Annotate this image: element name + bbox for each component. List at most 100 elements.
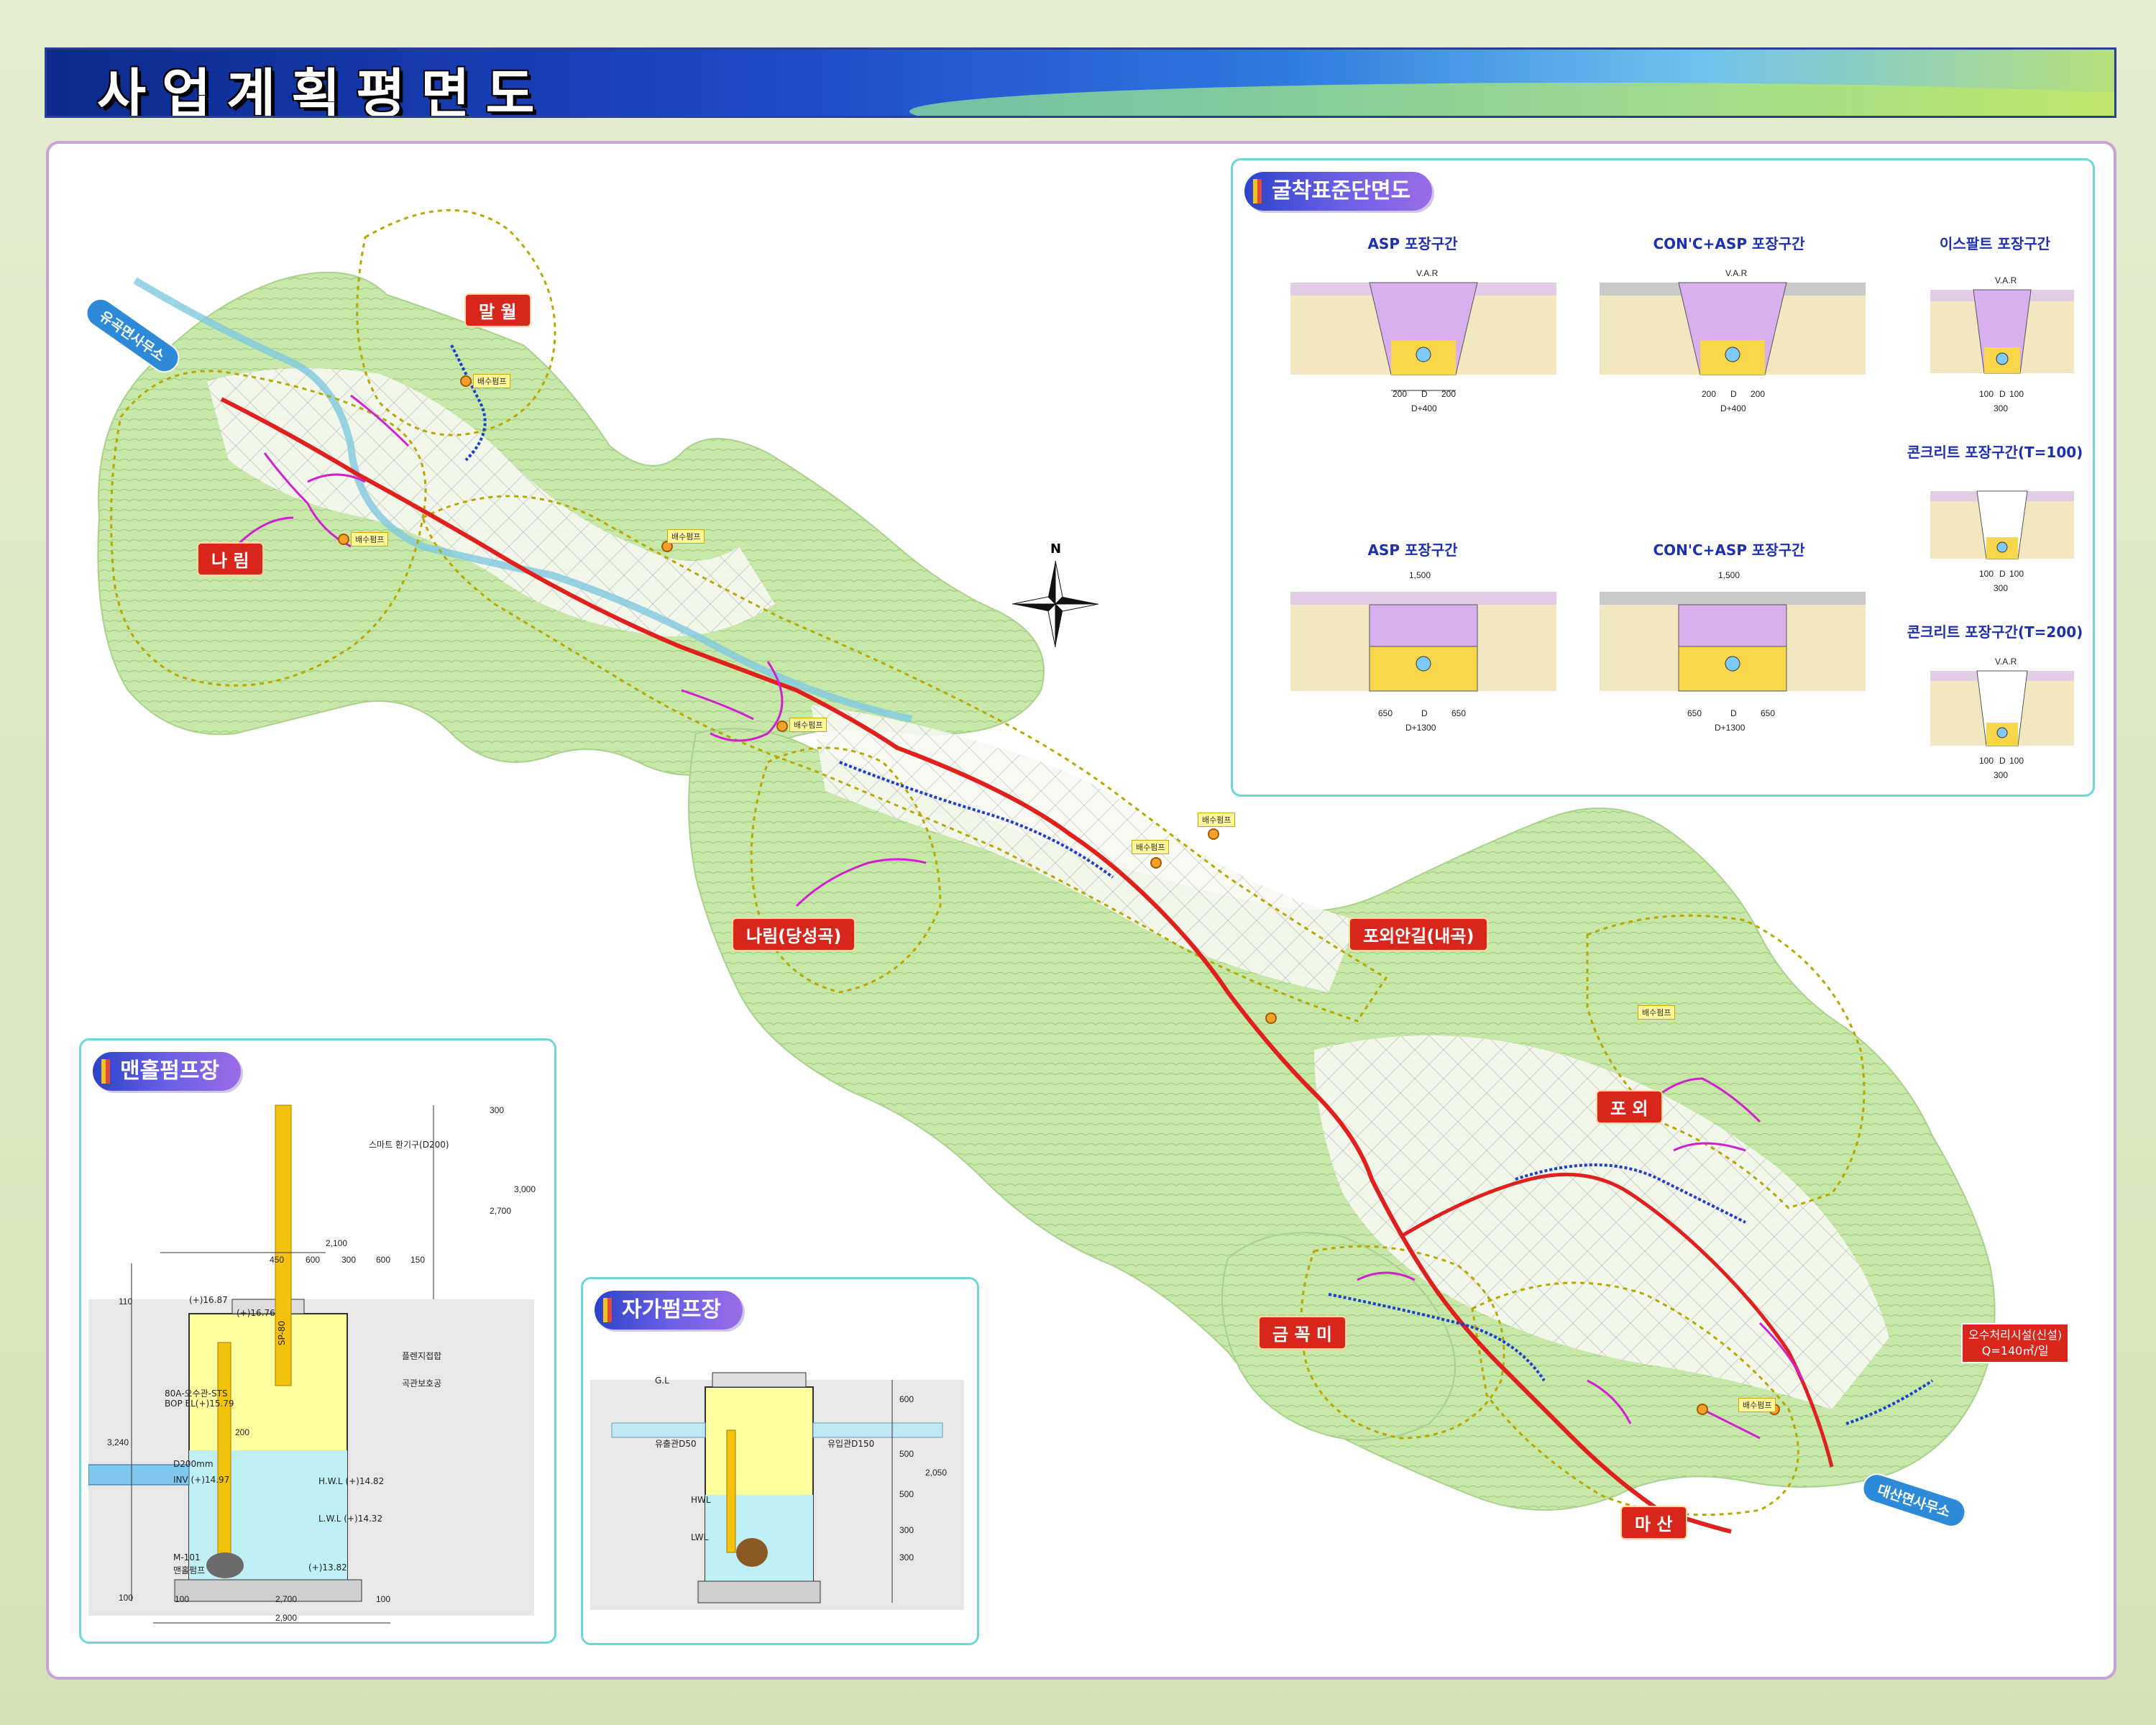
label-inv: INV (+)14.97 bbox=[173, 1475, 230, 1485]
section-drawing bbox=[1930, 289, 2074, 374]
dim-total: 300 bbox=[1994, 770, 2009, 780]
dim-mid: D bbox=[1999, 756, 2006, 766]
label-el-top2: (+)16.76 bbox=[237, 1308, 275, 1318]
self-pump-panel-title: 자가펌프장 bbox=[595, 1291, 743, 1330]
pressure-pipe-plant bbox=[1845, 1379, 1934, 1425]
label-lwl: LWL bbox=[691, 1532, 709, 1542]
dim-right: 100 bbox=[2009, 569, 2024, 579]
dim-right-2: 500 bbox=[899, 1449, 914, 1459]
dim-right-2: 2,700 bbox=[490, 1206, 512, 1216]
dim-right-3: 500 bbox=[899, 1489, 914, 1499]
section-label: CON'C+ASP 포장구간 bbox=[1653, 235, 1805, 252]
pressure-pipe-center bbox=[839, 761, 1114, 879]
dim-total: 300 bbox=[1994, 583, 2009, 593]
place-tag-geumgomi: 금 꼭 미 bbox=[1258, 1316, 1347, 1350]
dim-right-4: 300 bbox=[899, 1525, 914, 1535]
dim-top: V.A.R bbox=[1416, 268, 1439, 278]
dim-right-3: 3,000 bbox=[514, 1184, 536, 1194]
dim-bottom-2: 2,700 bbox=[275, 1594, 298, 1604]
pump-label: 배수펌프 bbox=[1132, 840, 1170, 854]
dim-right: 200 bbox=[1441, 389, 1457, 399]
dim-mid: D bbox=[1999, 389, 2006, 399]
section-label: 콘크리트 포장구간(T=100) bbox=[1907, 444, 2083, 461]
label-hwl: HWL bbox=[691, 1495, 711, 1505]
excavation-section-panel: 굴착표준단면도 ASP 포장구간 V.A.R 200 D 200 D+400 C… bbox=[1231, 158, 2095, 797]
dim-top-5: 150 bbox=[410, 1255, 426, 1265]
dim-top-4: 600 bbox=[376, 1255, 391, 1265]
manhole-pump-drawing bbox=[88, 1104, 534, 1624]
dim-right-total: 2,050 bbox=[925, 1468, 948, 1478]
dim-right: 100 bbox=[2009, 389, 2024, 399]
dim-top: V.A.R bbox=[1995, 656, 2017, 667]
north-arrow-compass bbox=[1012, 560, 1099, 648]
section-drawing bbox=[1600, 592, 1866, 692]
dim-top-2: 600 bbox=[306, 1255, 321, 1265]
label-pump-2: 맨홀펌프 bbox=[173, 1565, 206, 1575]
pressure-pipes bbox=[450, 344, 1934, 1425]
treatment-plant-label: 오수처리시설(신설) Q=140㎥/일 bbox=[1961, 1323, 2070, 1363]
pump-label: 배수펌프 bbox=[1638, 1005, 1676, 1020]
service-boundaries bbox=[110, 209, 1866, 1516]
place-tag-narim-dangseong: 나림(당성곡) bbox=[732, 918, 856, 951]
pump-label: 배수펌프 bbox=[667, 529, 705, 544]
pump-label: 배수펌프 bbox=[1738, 1398, 1776, 1412]
label-el-top1: (+)16.87 bbox=[189, 1295, 228, 1305]
section-drawing bbox=[1290, 592, 1556, 692]
label-joint: 플렌지접합 bbox=[402, 1351, 442, 1361]
dim-left: 650 bbox=[1687, 708, 1702, 718]
dim-left: 100 bbox=[1979, 389, 1994, 399]
pump-label: 배수펌프 bbox=[789, 718, 827, 732]
dim-bottom-3: 100 bbox=[376, 1594, 391, 1604]
dim-left: 650 bbox=[1378, 708, 1393, 718]
dim-right-1: 600 bbox=[899, 1394, 914, 1404]
self-pump-panel: 자가펌프장 G.L 유출관D50 유입관D150 HWL LWL 600 500… bbox=[581, 1277, 979, 1645]
dim-top: V.A.R bbox=[1995, 275, 2017, 285]
treatment-plant-line2: Q=140㎥/일 bbox=[1981, 1344, 2049, 1358]
section-label: CON'C+ASP 포장구간 bbox=[1653, 541, 1805, 559]
map-board: N 유곡면사무소 대산면사무소 말 월 나 림 나림(당성곡) 포외안길(내곡)… bbox=[46, 141, 2116, 1680]
pump-label: 배수펌프 bbox=[473, 374, 511, 388]
dim-bottom-4: 2,900 bbox=[275, 1613, 298, 1623]
label-d200: D200mm bbox=[173, 1459, 214, 1469]
treatment-plant-line1: 오수처리시설(신설) bbox=[1968, 1328, 2063, 1342]
title-bar: 사업계획평면도 bbox=[45, 47, 2116, 118]
dim-mid: D bbox=[1999, 569, 2006, 579]
pump-label: 배수펌프 bbox=[351, 532, 389, 546]
label-pipe-spec-1: 80A-오수관-STS bbox=[165, 1388, 228, 1399]
dim-total: D+1300 bbox=[1715, 723, 1746, 733]
dim-left-3: 3,240 bbox=[107, 1437, 129, 1447]
place-tag-masan: 마 산 bbox=[1620, 1506, 1687, 1539]
dim-total: D+1300 bbox=[1405, 723, 1436, 733]
section-label: 이스팔트 포장구간 bbox=[1939, 235, 2051, 252]
place-tag-narim: 나 림 bbox=[197, 542, 264, 576]
place-tag-malwol: 말 월 bbox=[464, 293, 531, 327]
section-label: 콘크리트 포장구간(T=200) bbox=[1907, 623, 2083, 641]
north-label: N bbox=[1050, 541, 1062, 557]
manhole-panel-title: 맨홀펌프장 bbox=[93, 1052, 241, 1091]
boundary-south bbox=[1471, 1281, 1799, 1516]
dim-total: D+400 bbox=[1411, 403, 1437, 413]
dim-left: 200 bbox=[1702, 389, 1717, 399]
pump-label: 배수펌프 bbox=[1198, 813, 1236, 827]
excavation-panel-title: 굴착표준단면도 bbox=[1244, 172, 1433, 211]
section-label: ASP 포장구간 bbox=[1367, 235, 1458, 252]
section-drawing bbox=[1290, 282, 1556, 391]
label-hwl: H.W.L (+)14.82 bbox=[318, 1476, 385, 1486]
dim-top: 1,500 bbox=[1409, 570, 1431, 580]
village-area-center bbox=[811, 705, 1357, 992]
dim-right: 650 bbox=[1761, 708, 1776, 718]
label-pump-1: M-101 bbox=[173, 1552, 201, 1562]
dim-top-3: 300 bbox=[341, 1255, 357, 1265]
river bbox=[133, 277, 913, 723]
dim-left: 200 bbox=[1393, 389, 1408, 399]
dim-top: V.A.R bbox=[1725, 268, 1748, 278]
pressure-pipe-poe bbox=[1515, 1163, 1746, 1224]
dim-left-4: 100 bbox=[119, 1593, 134, 1603]
dim-top: 1,500 bbox=[1718, 570, 1740, 580]
boundary-narim bbox=[110, 370, 427, 687]
place-tag-poe: 포 외 bbox=[1596, 1090, 1663, 1124]
pressure-pipe-geumgomi bbox=[1328, 1293, 1546, 1382]
dim-total: 300 bbox=[1994, 403, 2009, 413]
dim-right-1: 300 bbox=[490, 1105, 505, 1115]
dim-mid: D bbox=[1421, 389, 1428, 399]
